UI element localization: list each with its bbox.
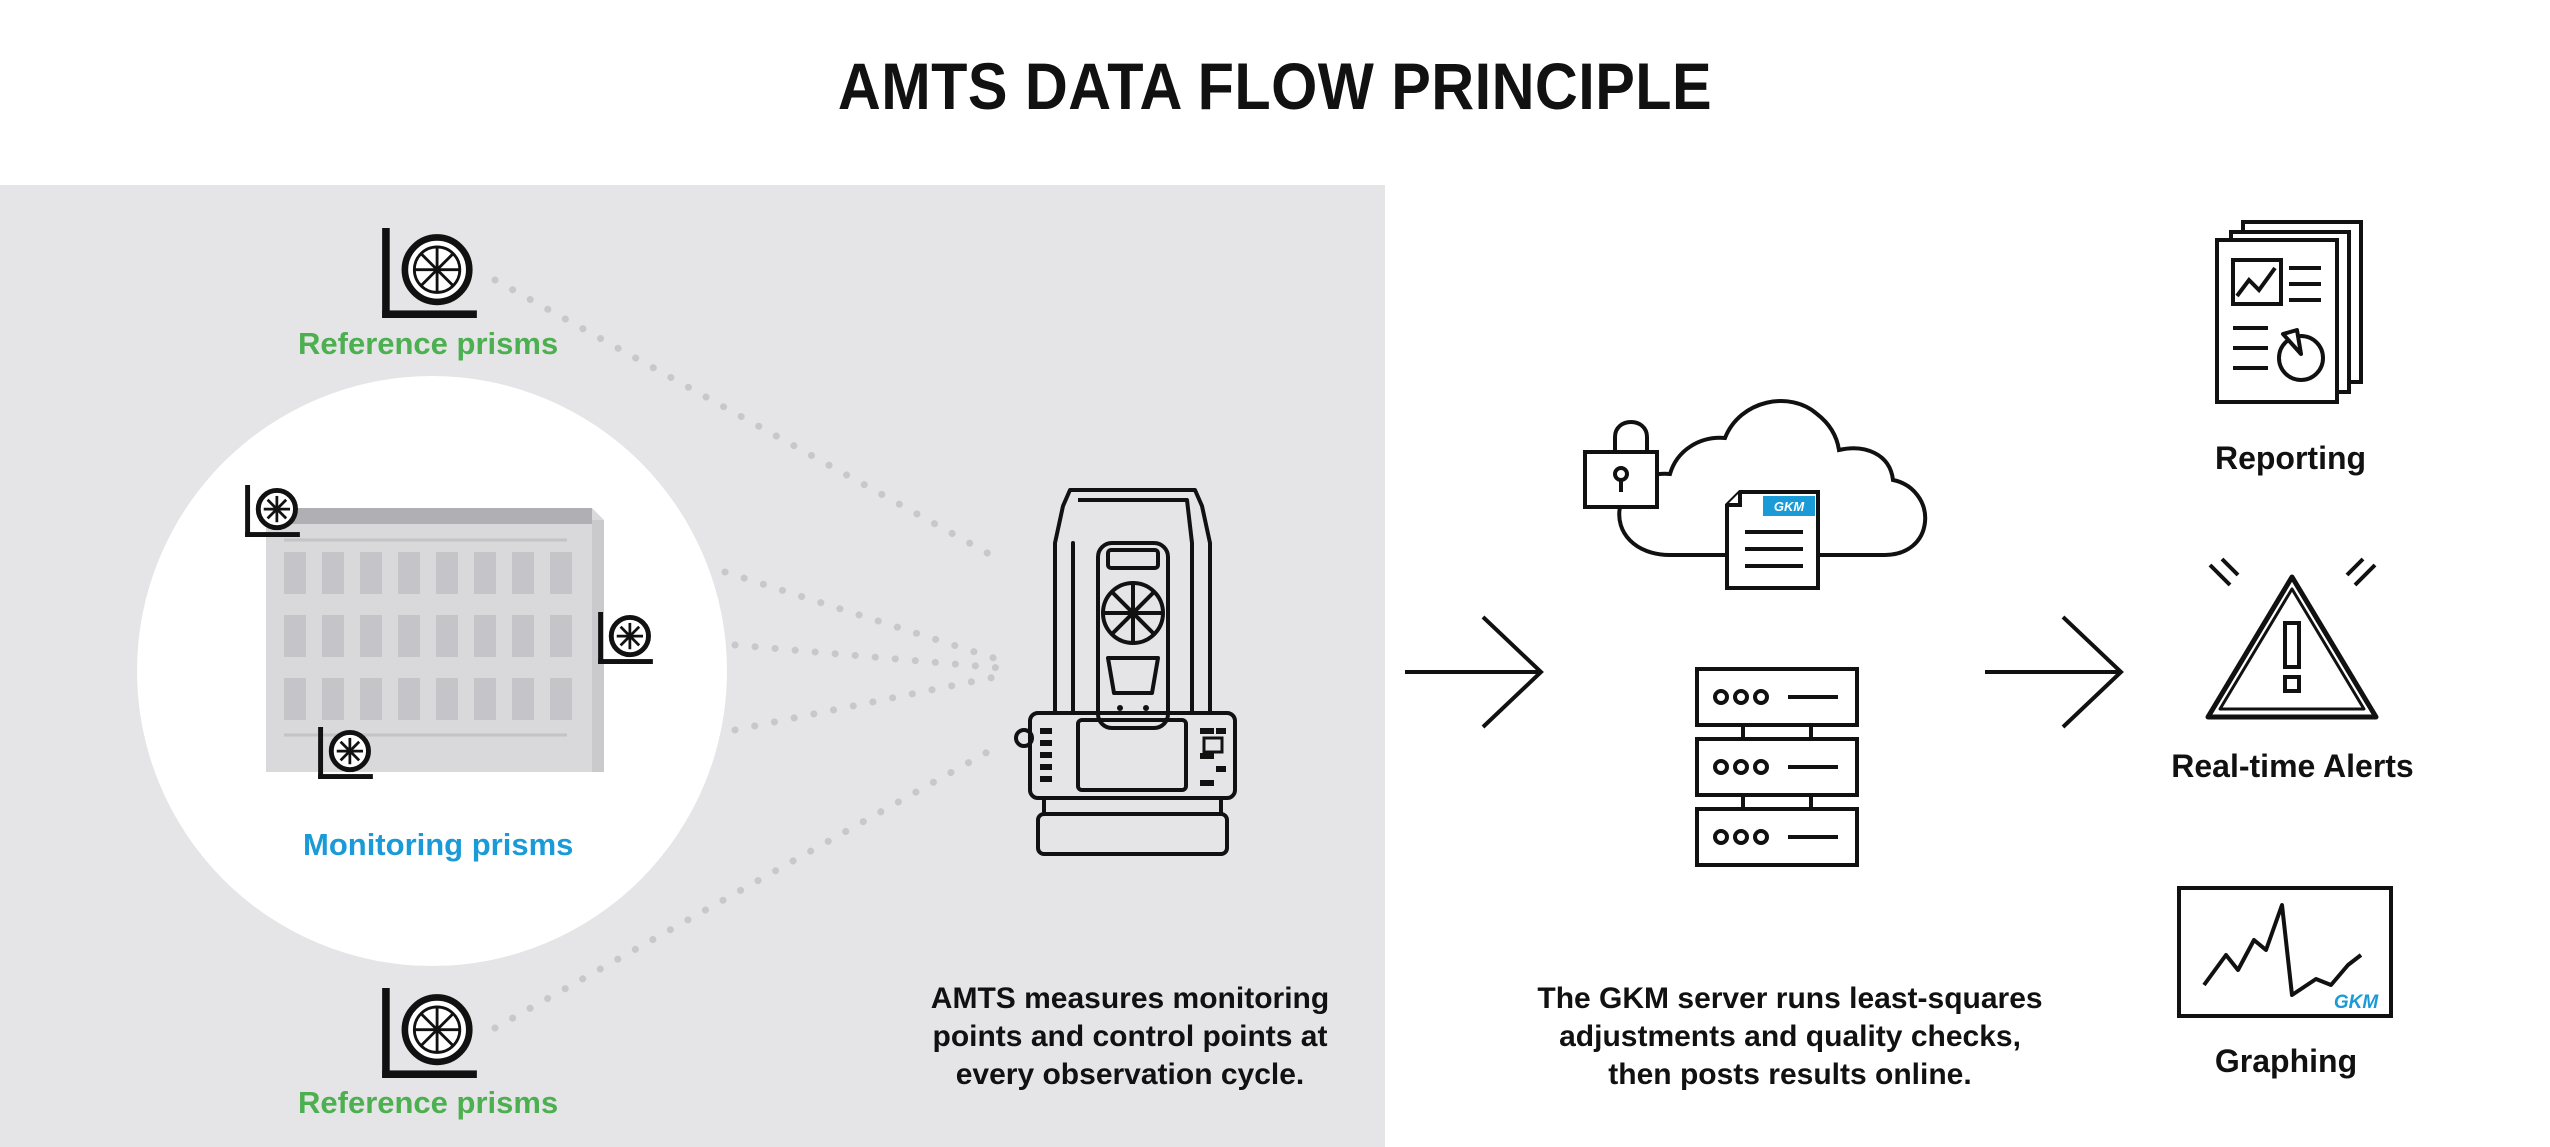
warning-icon [2205, 557, 2379, 720]
graph-badge: GKM [2334, 992, 2380, 1013]
alerts-label: Real-time Alerts [2171, 748, 2414, 784]
reference-prisms-label-bottom: Reference prisms [298, 1085, 559, 1120]
monitoring-prisms-label: Monitoring prisms [303, 827, 574, 862]
reference-prism-icon [382, 988, 477, 1078]
cloud-icon: GKM [1583, 399, 1928, 590]
amts-caption: AMTS measures monitoring points and cont… [930, 982, 1330, 1091]
building-illustration [266, 508, 604, 772]
arrow-right-icon [1405, 615, 1544, 729]
total-station-icon [1014, 488, 1237, 856]
graph-icon: GKM [2177, 886, 2393, 1018]
report-icon [2215, 220, 2363, 404]
monitoring-prism-icon [598, 612, 653, 664]
page-title: AMTS DATA FLOW PRINCIPLE [837, 49, 1713, 123]
arrow-right-icon [1985, 615, 2124, 729]
server-caption: The GKM server runs least-squares adjust… [1537, 982, 2043, 1091]
reference-prism-icon [382, 228, 477, 318]
reference-prisms-label-top: Reference prisms [298, 326, 559, 361]
monitoring-prism-icon [245, 485, 300, 537]
graphing-label: Graphing [2214, 1043, 2358, 1079]
monitoring-prism-icon [318, 727, 373, 779]
reporting-label: Reporting [2214, 440, 2367, 476]
cloud-doc-badge: GKM [1774, 499, 1806, 514]
server-icon [1695, 667, 1859, 867]
